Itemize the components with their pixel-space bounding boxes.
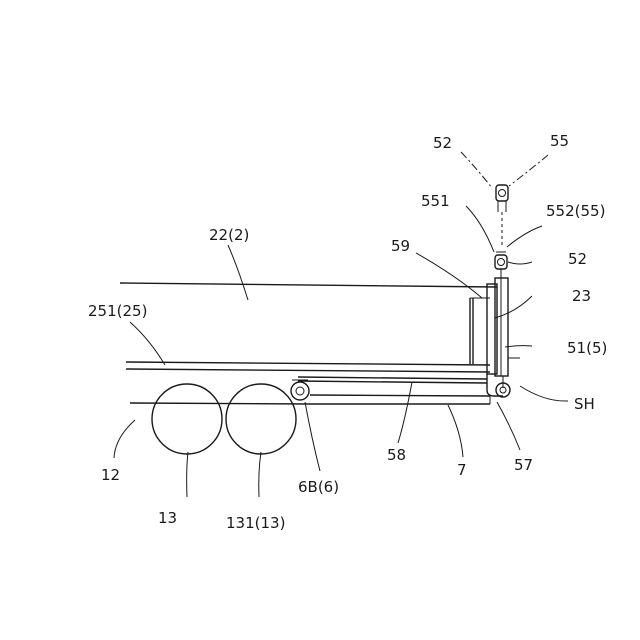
vehicle-frame-12: [130, 403, 310, 404]
leader-251: [130, 322, 165, 365]
label-7: 7: [457, 461, 467, 479]
label-23: 23: [572, 287, 591, 305]
leader-52-top: [461, 152, 492, 188]
label-12: 12: [101, 466, 120, 484]
label-22-2: 22(2): [209, 226, 249, 244]
leader-552: [507, 226, 542, 247]
label-59: 59: [391, 237, 410, 255]
label-52-right: 52: [568, 250, 587, 268]
leader-57: [497, 402, 520, 450]
label-51-5: 51(5): [567, 339, 607, 357]
part-55-pin: [499, 190, 506, 197]
hinge-bracket: [487, 374, 503, 396]
label-551: 551: [421, 192, 450, 210]
leader-52-right: [508, 262, 532, 264]
chassis-7-upper: [310, 395, 490, 396]
joint-52-pin: [498, 259, 505, 266]
label-sh: SH: [574, 395, 595, 413]
wheel-131: [226, 384, 296, 454]
label-552-55: 552(55): [546, 202, 605, 220]
rail-58-upper: [298, 377, 487, 379]
label-131-13: 131(13): [226, 514, 285, 532]
label-58: 58: [387, 446, 406, 464]
floor-line-upper: [126, 362, 490, 365]
wheel-13: [152, 384, 222, 454]
leader-12: [114, 420, 135, 458]
leader-22: [228, 245, 248, 300]
leader-58: [398, 382, 412, 443]
part-55-upper: [496, 185, 508, 201]
floor-line-lower: [126, 369, 490, 372]
label-57: 57: [514, 456, 533, 474]
leader-13: [187, 452, 188, 497]
container-top-edge: [120, 283, 497, 287]
leader-131: [259, 452, 261, 497]
leader-55: [509, 155, 548, 186]
leader-sh: [520, 386, 568, 401]
joint-52-lower: [495, 255, 507, 269]
leader-7: [448, 405, 463, 457]
label-6b-6: 6B(6): [298, 478, 339, 496]
label-55: 55: [550, 132, 569, 150]
leader-59: [416, 253, 482, 298]
label-251-25: 251(25): [88, 302, 147, 320]
roller-6b-hub: [296, 387, 304, 395]
label-52-top: 52: [433, 134, 452, 152]
label-13: 13: [158, 509, 177, 527]
leader-6b: [305, 402, 320, 471]
leader-51: [505, 346, 532, 347]
rail-58-lower: [298, 381, 487, 383]
roller-6b: [291, 382, 309, 400]
leader-551: [466, 206, 494, 252]
